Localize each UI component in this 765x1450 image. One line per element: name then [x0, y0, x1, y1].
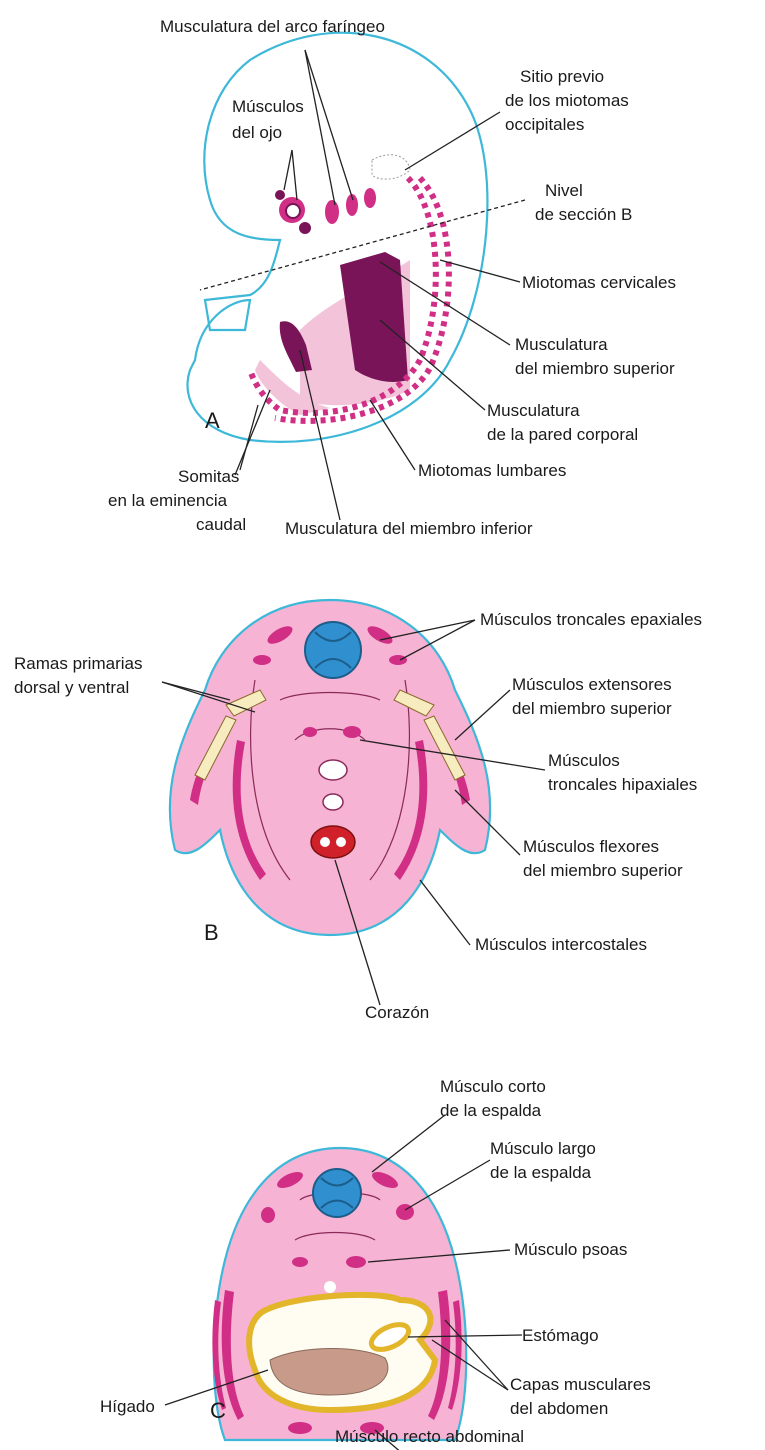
label-somites-3: caudal — [196, 515, 246, 534]
panel-b-vessel-2 — [323, 794, 343, 810]
label-stomach: Estómago — [522, 1326, 599, 1345]
panel-c-gut — [249, 1295, 435, 1410]
label-body-wall-1: Musculatura — [487, 401, 580, 420]
panel-c-vessel — [324, 1281, 336, 1293]
label-occipital-2: de los miotomas — [505, 91, 629, 110]
label-lower-limb: Musculatura del miembro inferior — [285, 519, 533, 538]
panel-a-eye-muscles — [275, 190, 311, 234]
label-occipital-3: occipitales — [505, 115, 584, 134]
label-lumbar: Miotomas lumbares — [418, 461, 566, 480]
panel-b-heart — [311, 826, 355, 858]
panel-a-embryo: A Musculatura del arco faríngeo Músculos… — [108, 17, 676, 538]
label-rami-1: Ramas primarias — [14, 654, 142, 673]
panel-b-section: B Músculos troncales epaxiales Ramas pri… — [14, 600, 702, 1022]
label-psoas: Músculo psoas — [514, 1240, 627, 1259]
panel-c-neural-tube — [313, 1169, 361, 1217]
label-hypaxial-2: troncales hipaxiales — [548, 775, 697, 794]
label-liver: Hígado — [100, 1397, 155, 1416]
label-long-back-1: Músculo largo — [490, 1139, 596, 1158]
label-rami-2: dorsal y ventral — [14, 678, 129, 697]
panel-b-vessel-1 — [319, 760, 347, 780]
label-extensors-2: del miembro superior — [512, 699, 672, 718]
panel-b-letter: B — [204, 920, 219, 945]
label-epaxial: Músculos troncales epaxiales — [480, 610, 702, 629]
panel-c-section: C Músculo corto de la espalda Músculo la… — [100, 1077, 651, 1450]
panel-b-neural-tube — [305, 622, 361, 678]
label-level-1: Nivel — [545, 181, 583, 200]
label-upper-limb-2: del miembro superior — [515, 359, 675, 378]
panel-c-letter: C — [210, 1398, 226, 1423]
label-abdominal-1: Capas musculares — [510, 1375, 651, 1394]
label-eye-muscles-1: Músculos — [232, 97, 304, 116]
label-abdominal-2: del abdomen — [510, 1399, 608, 1418]
label-upper-limb-1: Musculatura — [515, 335, 608, 354]
label-intercostal: Músculos intercostales — [475, 935, 647, 954]
panel-a-occipital-site — [372, 155, 410, 179]
label-heart: Corazón — [365, 1003, 429, 1022]
label-cervical: Miotomas cervicales — [522, 273, 676, 292]
label-somites-1: Somitas — [178, 467, 239, 486]
label-somites-2: en la eminencia — [108, 491, 228, 510]
label-rectus: Músculo recto abdominal — [335, 1427, 524, 1446]
label-occipital-1: Sitio previo — [520, 67, 604, 86]
label-level-2: de sección B — [535, 205, 632, 224]
label-short-back-2: de la espalda — [440, 1101, 542, 1120]
label-long-back-2: de la espalda — [490, 1163, 592, 1182]
label-extensors-1: Músculos extensores — [512, 675, 672, 694]
panel-a-letter: A — [205, 408, 220, 433]
label-flexors-2: del miembro superior — [523, 861, 683, 880]
label-pharyngeal-arch: Musculatura del arco faríngeo — [160, 17, 385, 36]
label-flexors-1: Músculos flexores — [523, 837, 659, 856]
label-body-wall-2: de la pared corporal — [487, 425, 638, 444]
label-eye-muscles-2: del ojo — [232, 123, 282, 142]
label-short-back-1: Músculo corto — [440, 1077, 546, 1096]
label-hypaxial-1: Músculos — [548, 751, 620, 770]
